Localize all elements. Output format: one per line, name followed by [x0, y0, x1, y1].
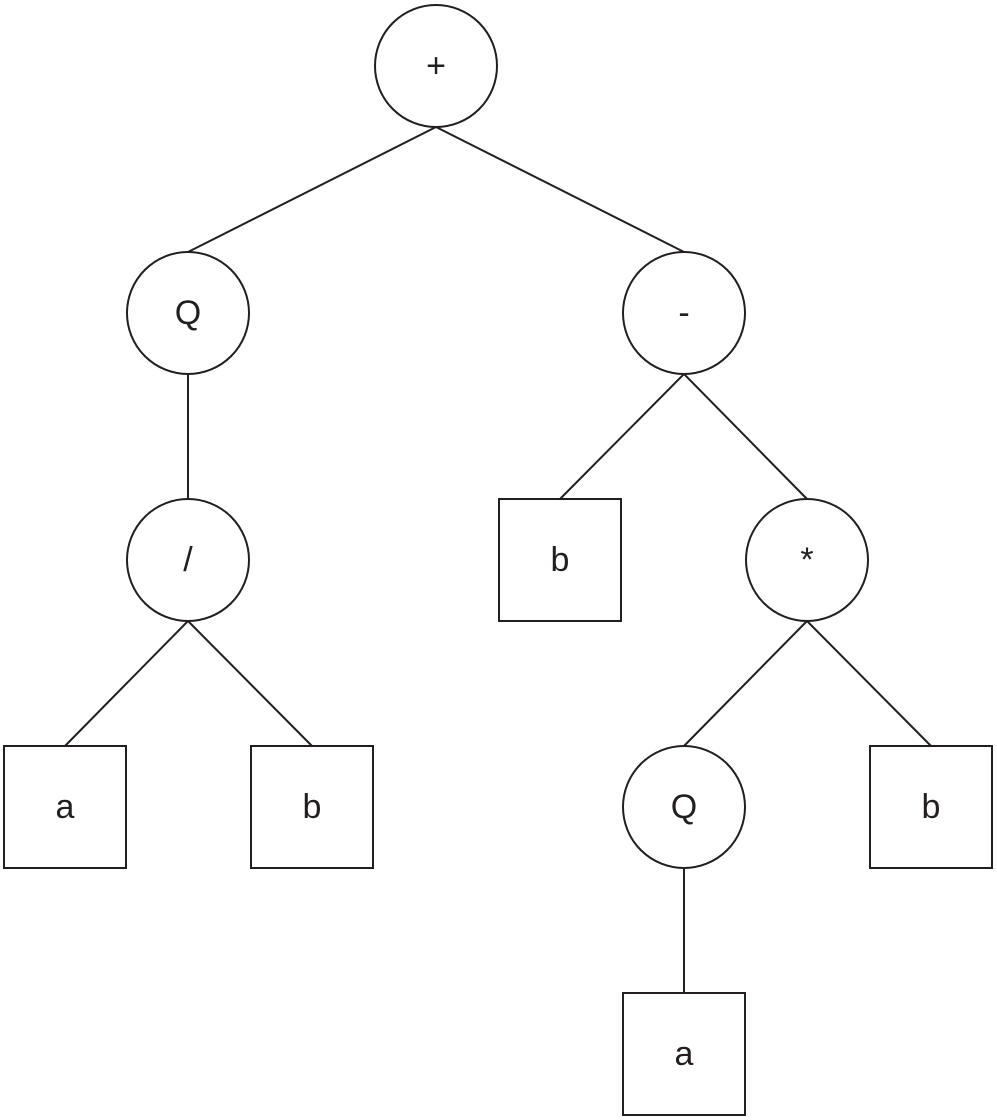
operator-circle: [374, 4, 498, 128]
leaf-node-a1: a: [3, 745, 127, 869]
edge-div-to-a1: [64, 620, 189, 747]
operator-circle: [622, 745, 746, 869]
operator-node-mul: *: [745, 498, 869, 622]
edge-div-to-b1: [187, 620, 313, 747]
leaf-node-b3: b: [869, 745, 993, 869]
edge-plus-to-q1: [187, 126, 437, 253]
leaf-square: [869, 745, 993, 869]
operator-node-q2: Q: [622, 745, 746, 869]
operator-circle: [622, 251, 746, 375]
edge-mul-to-q2: [683, 620, 808, 747]
leaf-node-b2: b: [498, 498, 622, 622]
leaf-square: [622, 992, 746, 1116]
leaf-square: [498, 498, 622, 622]
leaf-node-b1: b: [250, 745, 374, 869]
node-label: +: [426, 47, 446, 85]
operator-node-plus: +: [374, 4, 498, 128]
edge-plus-to-minus: [435, 126, 685, 253]
leaf-node-a2: a: [622, 992, 746, 1116]
operator-circle: [126, 251, 250, 375]
operator-circle: [126, 498, 250, 622]
edge-mul-to-b3: [806, 620, 932, 747]
node-label: b: [551, 541, 570, 579]
node-label: b: [922, 788, 941, 826]
node-label: b: [303, 788, 322, 826]
edge-minus-to-b2: [559, 373, 685, 500]
node-label: a: [675, 1035, 694, 1073]
node-label: Q: [175, 294, 201, 332]
operator-node-div: /: [126, 498, 250, 622]
operator-node-q1: Q: [126, 251, 250, 375]
leaf-square: [3, 745, 127, 869]
operator-node-minus: -: [622, 251, 746, 375]
node-label: *: [800, 541, 813, 579]
node-label: Q: [671, 788, 697, 826]
tree-edges: [64, 126, 932, 993]
node-label: /: [183, 541, 193, 579]
operator-circle: [745, 498, 869, 622]
edge-minus-to-mul: [683, 373, 808, 500]
node-label: -: [678, 294, 689, 332]
leaf-square: [250, 745, 374, 869]
node-label: a: [56, 788, 75, 826]
